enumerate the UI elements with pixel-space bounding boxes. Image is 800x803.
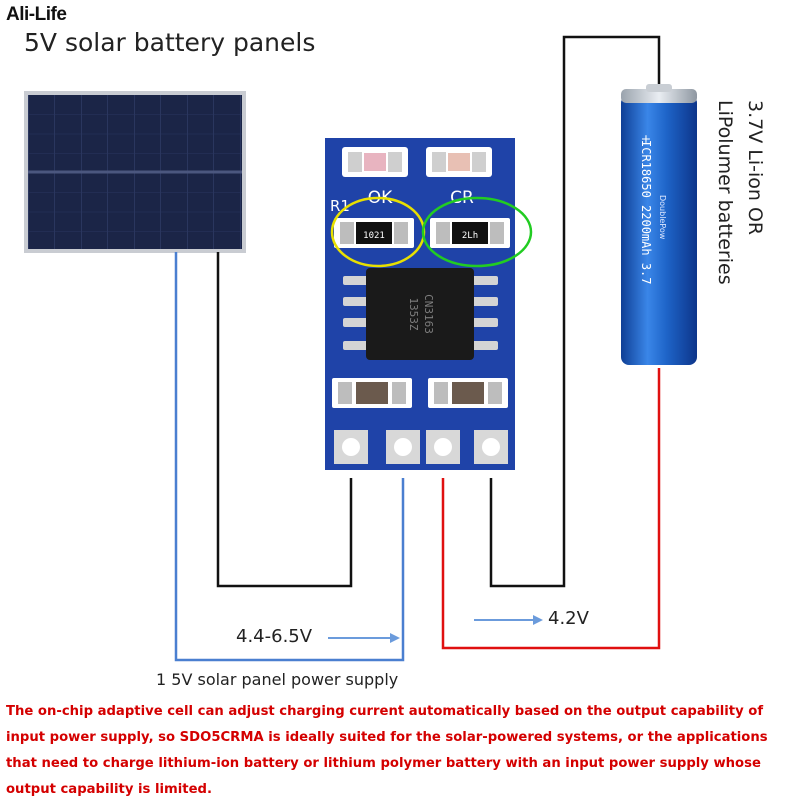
output-voltage-label: 4.2V [548, 608, 589, 629]
wire-black-battery [489, 35, 661, 588]
diode: 2Lh [430, 218, 510, 248]
highlight-diode-circle [421, 196, 533, 268]
capacitor-left [332, 378, 412, 408]
battery-label: 3.7V Li-ion OR LiPolumer batteries [700, 100, 770, 330]
battery-model: ICR18650 2200mAh 3.7 [639, 140, 653, 285]
input-voltage-label: 4.4-6.5V [236, 626, 313, 647]
wire-black-panel [216, 252, 353, 588]
solar-panel [24, 91, 246, 253]
supply-label: 1 5V solar panel power supply [156, 670, 399, 689]
charger-board: OK CR R1 1021 2Lh [317, 130, 533, 478]
battery-plus-sign: + [639, 134, 653, 144]
arrow-output [474, 615, 543, 625]
solar-panel-title: 5V solar battery panels [24, 28, 316, 57]
chip-text-2: 1353Z [407, 297, 420, 330]
diode-code: 2Lh [462, 231, 478, 241]
arrow-input [328, 633, 400, 643]
ic-pins [343, 276, 498, 350]
chip-text-1: CN3163 [422, 294, 435, 334]
battery-brand: DoublePow [658, 195, 667, 240]
capacitor-right [428, 378, 508, 408]
wire-red-battery [441, 368, 661, 650]
resistor: 1021 [334, 218, 414, 248]
battery-label-line2: LiPolumer batteries [714, 100, 736, 285]
battery-18650: DoublePow ICR18650 2200mAh 3.7 + [621, 84, 697, 365]
brand-logo: Ali-Life [6, 4, 67, 25]
ic-chip: CN3163 1353Z [366, 268, 474, 360]
led-ok [342, 147, 408, 177]
resistor-label: R1 [330, 197, 350, 215]
wire-blue-panel [174, 252, 405, 662]
description-text: The on-chip adaptive cell can adjust cha… [6, 704, 768, 797]
battery-label-line1: 3.7V Li-ion OR [744, 100, 766, 236]
led-cr [426, 147, 492, 177]
resistor-code: 1021 [363, 231, 385, 241]
wires [174, 35, 661, 662]
solder-pads [334, 430, 508, 464]
